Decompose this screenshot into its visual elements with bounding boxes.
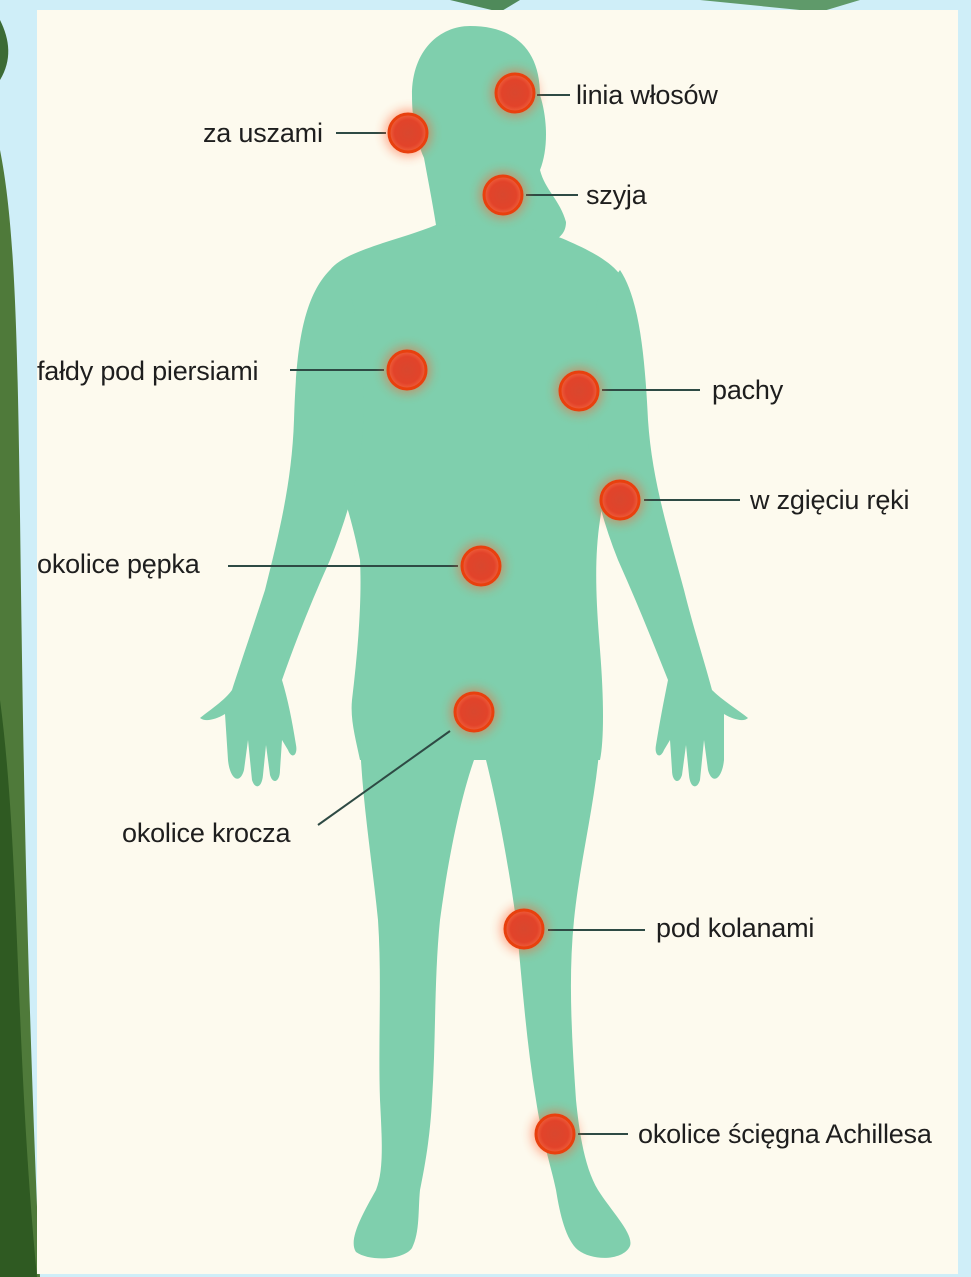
silhouette-right-arm	[586, 270, 748, 786]
label-groin-area: okolice krocza	[122, 817, 290, 849]
spot-achilles	[531, 1110, 579, 1158]
silhouette-left-arm	[200, 270, 364, 786]
spot-behind-ears	[384, 109, 432, 157]
label-behind-knees: pod kolanami	[656, 912, 814, 944]
spot-behind-knees	[500, 905, 548, 953]
spot-groin	[450, 688, 498, 736]
spot-armpits	[555, 367, 603, 415]
silhouette-legs	[354, 740, 631, 1258]
label-elbow-bend: w zgięciu ręki	[750, 484, 909, 516]
silhouette-head-neck	[412, 26, 566, 248]
label-hairline: linia włosów	[576, 79, 718, 111]
label-behind-ears: za uszami	[203, 117, 323, 149]
label-navel-area: okolice pępka	[37, 548, 200, 580]
spot-navel	[457, 542, 505, 590]
spot-neck	[479, 171, 527, 219]
spot-hairline	[491, 69, 539, 117]
spot-under-breasts	[383, 346, 431, 394]
spot-elbow-bend	[596, 476, 644, 524]
silhouette-torso	[314, 225, 630, 760]
label-neck: szyja	[586, 179, 647, 211]
label-achilles-area: okolice ścięgna Achillesa	[638, 1118, 932, 1150]
label-armpits: pachy	[712, 374, 783, 406]
human-silhouette	[200, 26, 748, 1258]
label-under-breasts: fałdy pod piersiami	[37, 355, 258, 387]
